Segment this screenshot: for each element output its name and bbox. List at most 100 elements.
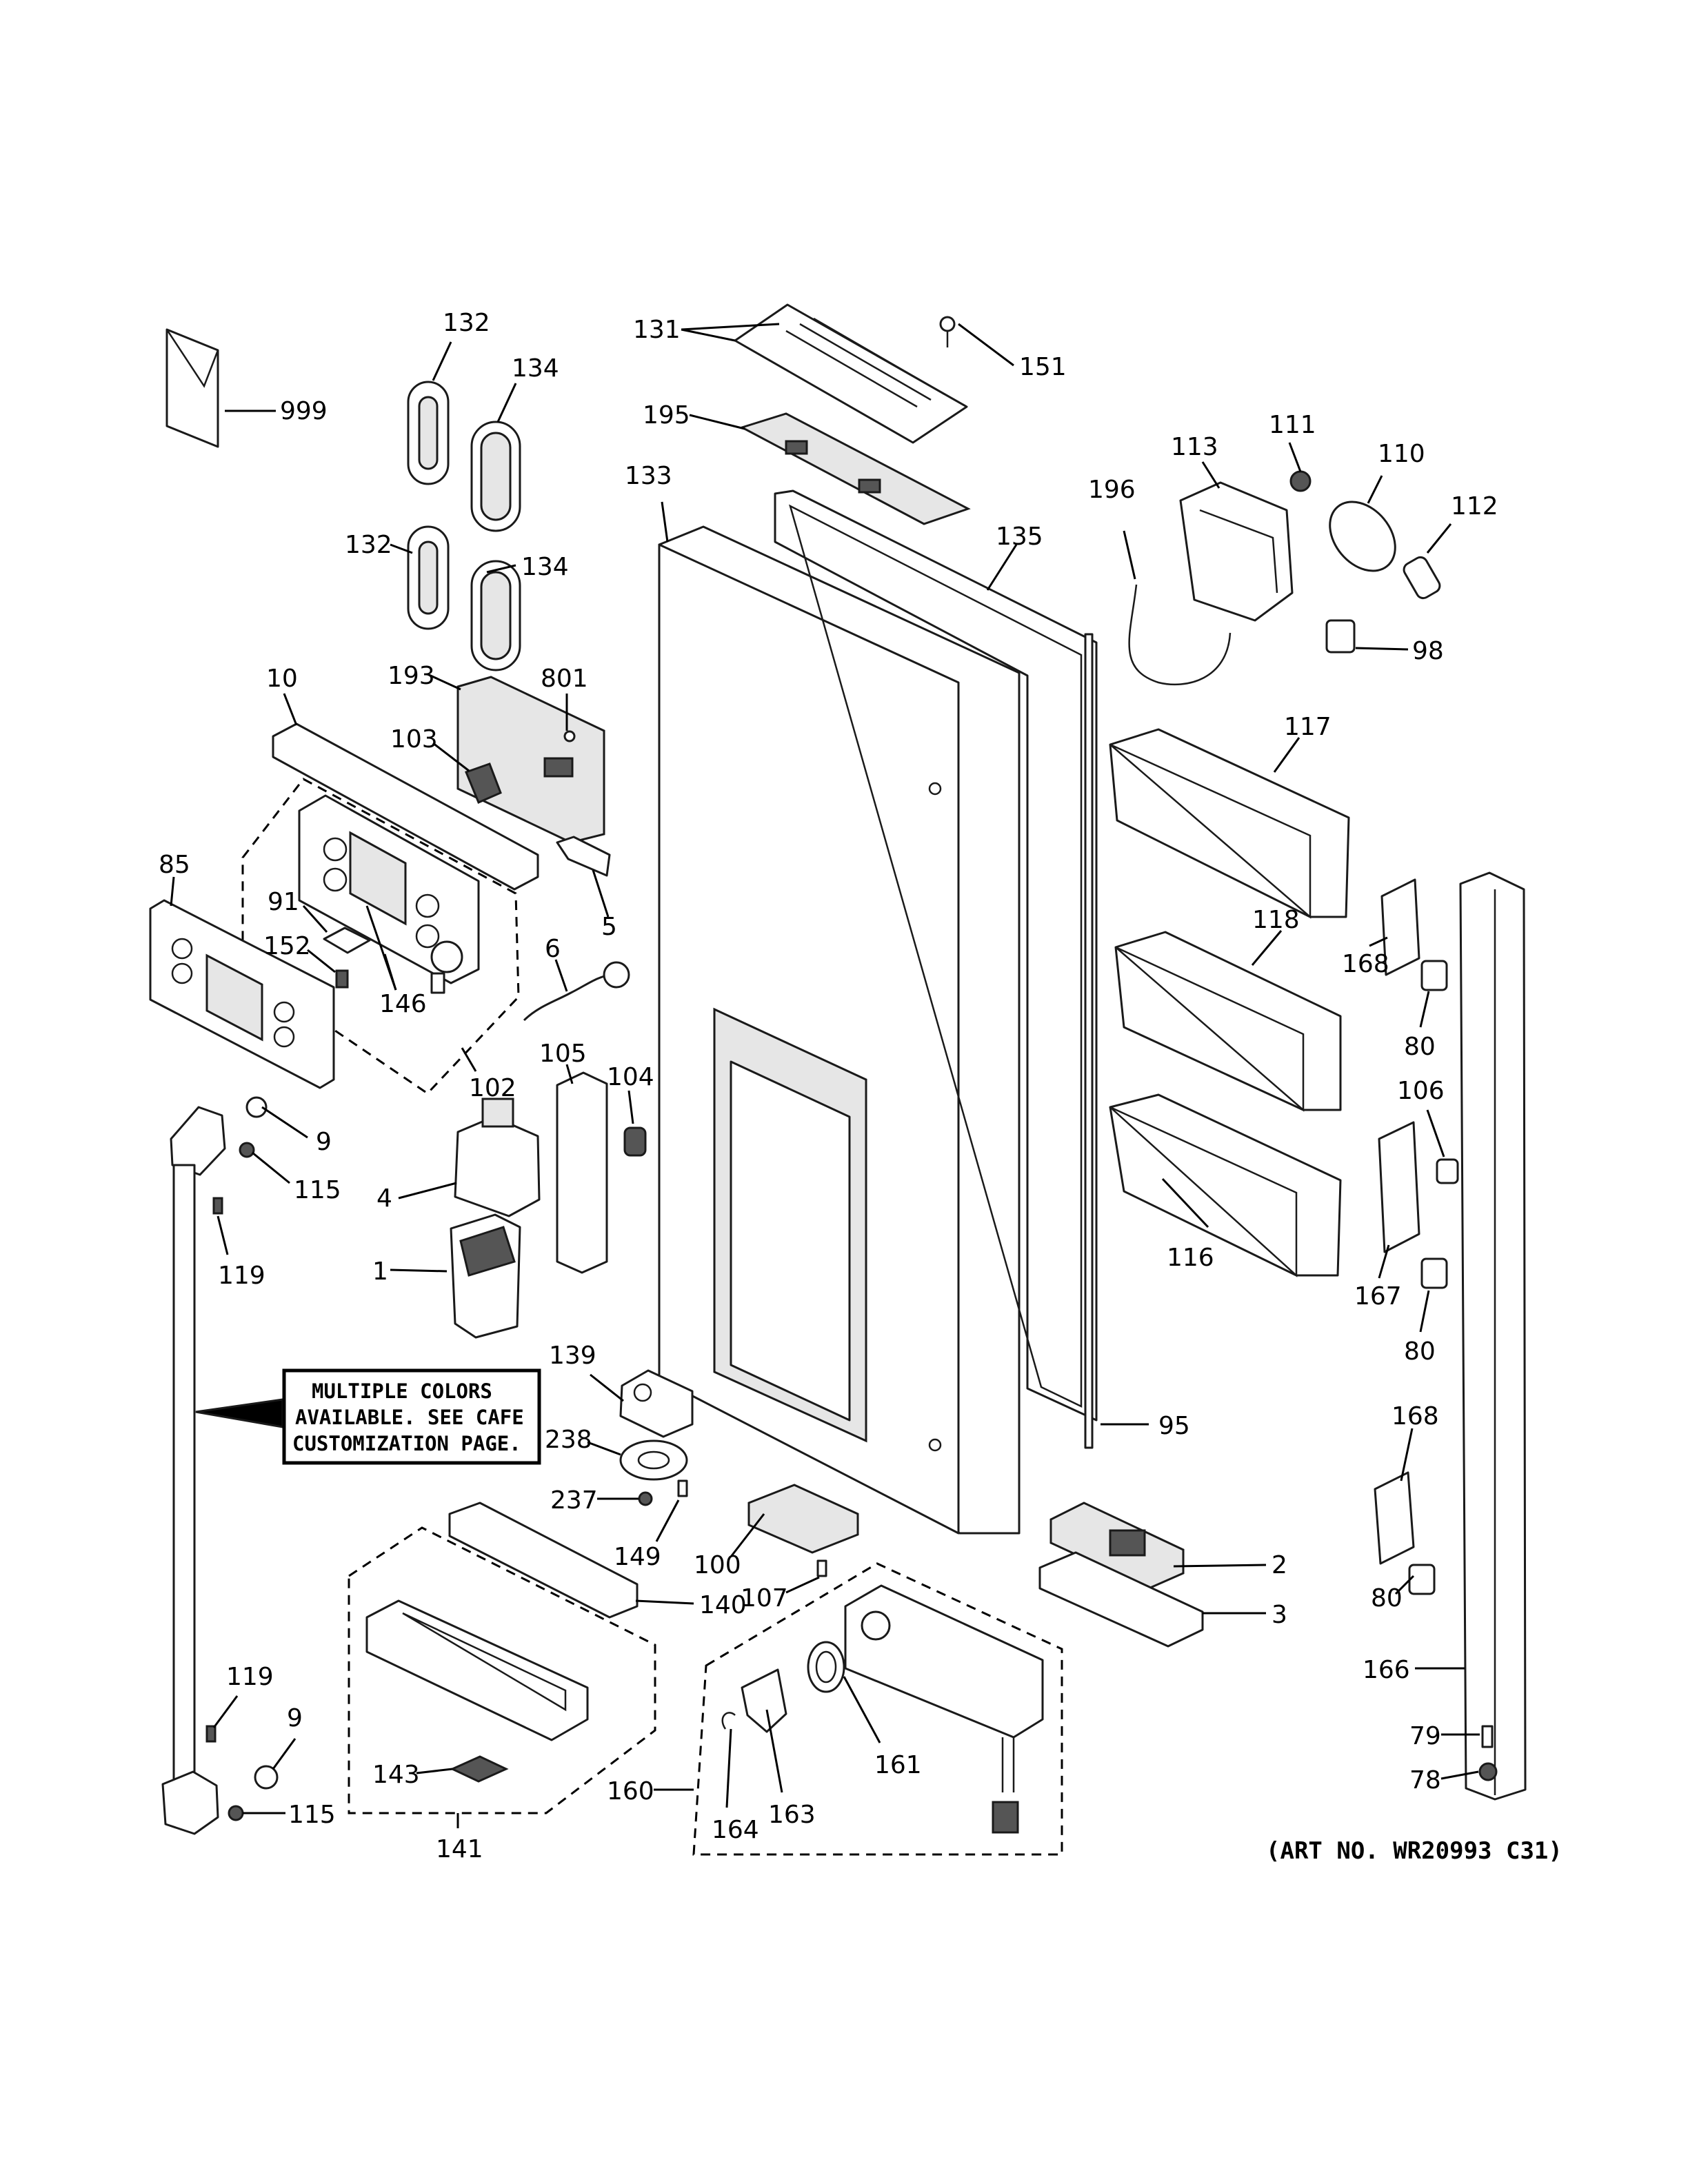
part-9-mount-bottom bbox=[254, 1765, 279, 1790]
part-193-dispenser-board bbox=[456, 676, 605, 844]
callout-163: 163 bbox=[768, 1801, 816, 1829]
callout-91: 91 bbox=[268, 888, 299, 916]
callout-193: 193 bbox=[388, 662, 435, 690]
callout-168-top: 168 bbox=[1342, 950, 1389, 978]
callout-196: 196 bbox=[1088, 476, 1136, 504]
part-80-bushing-c bbox=[1408, 1564, 1436, 1595]
part-195-control-board bbox=[739, 412, 971, 525]
part-160-auger-motor bbox=[844, 1584, 1044, 1834]
part-238-housing bbox=[619, 1439, 688, 1481]
callout-143: 143 bbox=[372, 1761, 420, 1789]
note-line-2: AVAILABLE. SEE CAFE bbox=[295, 1406, 524, 1429]
callout-167: 167 bbox=[1354, 1282, 1402, 1311]
callout-801: 801 bbox=[541, 665, 588, 693]
callout-132-bottom: 132 bbox=[345, 531, 392, 559]
callout-152: 152 bbox=[263, 932, 311, 960]
part-119-setscrew-top bbox=[212, 1197, 223, 1215]
callout-140: 140 bbox=[699, 1591, 747, 1619]
assembly-141-boundary bbox=[348, 1526, 656, 1814]
part-1-cup bbox=[450, 1213, 521, 1339]
part-999-envelope bbox=[165, 328, 219, 448]
callout-95: 95 bbox=[1158, 1412, 1190, 1440]
callout-111: 111 bbox=[1269, 411, 1316, 439]
callout-80-b: 80 bbox=[1404, 1337, 1436, 1366]
callout-160: 160 bbox=[607, 1777, 654, 1806]
callout-161: 161 bbox=[874, 1751, 922, 1779]
part-118-bin bbox=[1114, 931, 1342, 1112]
art-number: (ART NO. WR20993 C31) bbox=[1266, 1837, 1563, 1865]
callout-5: 5 bbox=[601, 913, 617, 941]
callout-119-bottom: 119 bbox=[226, 1663, 274, 1691]
part-85-display-cover bbox=[149, 899, 335, 1089]
part-116-bin bbox=[1109, 1093, 1342, 1277]
callout-168-bottom: 168 bbox=[1391, 1402, 1439, 1430]
callout-2: 2 bbox=[1272, 1551, 1287, 1579]
callout-151: 151 bbox=[1019, 353, 1067, 381]
part-132-trim-top bbox=[407, 381, 450, 485]
part-140-cover bbox=[448, 1502, 639, 1619]
part-143-bracket bbox=[450, 1755, 509, 1783]
callout-113: 113 bbox=[1171, 433, 1218, 461]
callout-999: 999 bbox=[280, 397, 328, 425]
part-135-door-gasket bbox=[774, 489, 1098, 1422]
callout-134-top: 134 bbox=[512, 354, 559, 383]
part-103-connector bbox=[465, 762, 502, 804]
part-151-screw bbox=[939, 316, 956, 347]
callout-102: 102 bbox=[469, 1074, 516, 1102]
part-146-lens bbox=[430, 972, 445, 994]
callout-103: 103 bbox=[390, 725, 438, 754]
part-131-label-plate bbox=[734, 303, 968, 444]
callout-78: 78 bbox=[1409, 1766, 1441, 1794]
part-6-water-tube bbox=[523, 961, 630, 1022]
callout-98: 98 bbox=[1412, 637, 1444, 665]
part-141-drip-tray bbox=[365, 1599, 589, 1741]
callout-85: 85 bbox=[159, 851, 190, 879]
callout-117: 117 bbox=[1284, 713, 1332, 741]
callout-9-bottom: 9 bbox=[287, 1704, 303, 1732]
callout-100: 100 bbox=[694, 1551, 741, 1579]
callout-119-top: 119 bbox=[218, 1262, 265, 1290]
part-237-screw bbox=[638, 1491, 653, 1506]
callout-107: 107 bbox=[741, 1584, 788, 1612]
part-801-fastener bbox=[563, 730, 576, 742]
part-115-screw-bottom bbox=[228, 1805, 244, 1821]
note-arrow bbox=[195, 1398, 284, 1428]
callout-164: 164 bbox=[712, 1816, 759, 1844]
part-167-hinge-mid bbox=[1378, 1121, 1420, 1253]
part-79-screw bbox=[1481, 1725, 1494, 1748]
part-149-screw bbox=[677, 1479, 688, 1497]
part-80-bushing-a bbox=[1420, 960, 1448, 991]
part-115-screw-top bbox=[239, 1142, 255, 1158]
callout-237: 237 bbox=[550, 1486, 598, 1515]
callout-135: 135 bbox=[996, 523, 1043, 551]
part-80-bushing-b bbox=[1420, 1257, 1448, 1289]
part-113-ice-chute bbox=[1179, 481, 1294, 622]
callout-115-top: 115 bbox=[294, 1176, 341, 1204]
part-196-harness bbox=[1128, 584, 1232, 686]
part-95-rod bbox=[1084, 633, 1094, 1449]
part-98-clip bbox=[1325, 619, 1356, 654]
callout-3: 3 bbox=[1272, 1601, 1287, 1629]
callout-131: 131 bbox=[633, 316, 681, 344]
part-133-door-liner bbox=[658, 525, 1021, 1535]
part-78-spring bbox=[1478, 1762, 1498, 1781]
callout-118: 118 bbox=[1252, 906, 1300, 934]
callout-195: 195 bbox=[643, 401, 690, 429]
callout-134-bottom: 134 bbox=[521, 553, 569, 581]
part-5-switch bbox=[556, 836, 611, 877]
part-166-handle-trim bbox=[1459, 871, 1527, 1801]
callout-6: 6 bbox=[545, 935, 561, 963]
part-107-screw bbox=[816, 1559, 827, 1577]
callout-141: 141 bbox=[436, 1835, 483, 1863]
part-3-board-tray bbox=[1038, 1551, 1204, 1648]
callout-80-c: 80 bbox=[1371, 1584, 1403, 1612]
part-111-spring bbox=[1289, 470, 1312, 492]
part-161-spring bbox=[807, 1641, 845, 1693]
part-110-flapper bbox=[1329, 501, 1396, 572]
callout-115-bottom: 115 bbox=[288, 1801, 336, 1829]
callout-132-top: 132 bbox=[443, 309, 490, 337]
callout-1: 1 bbox=[372, 1257, 388, 1286]
callout-112: 112 bbox=[1451, 492, 1498, 520]
part-168-hinge-top bbox=[1380, 878, 1420, 976]
